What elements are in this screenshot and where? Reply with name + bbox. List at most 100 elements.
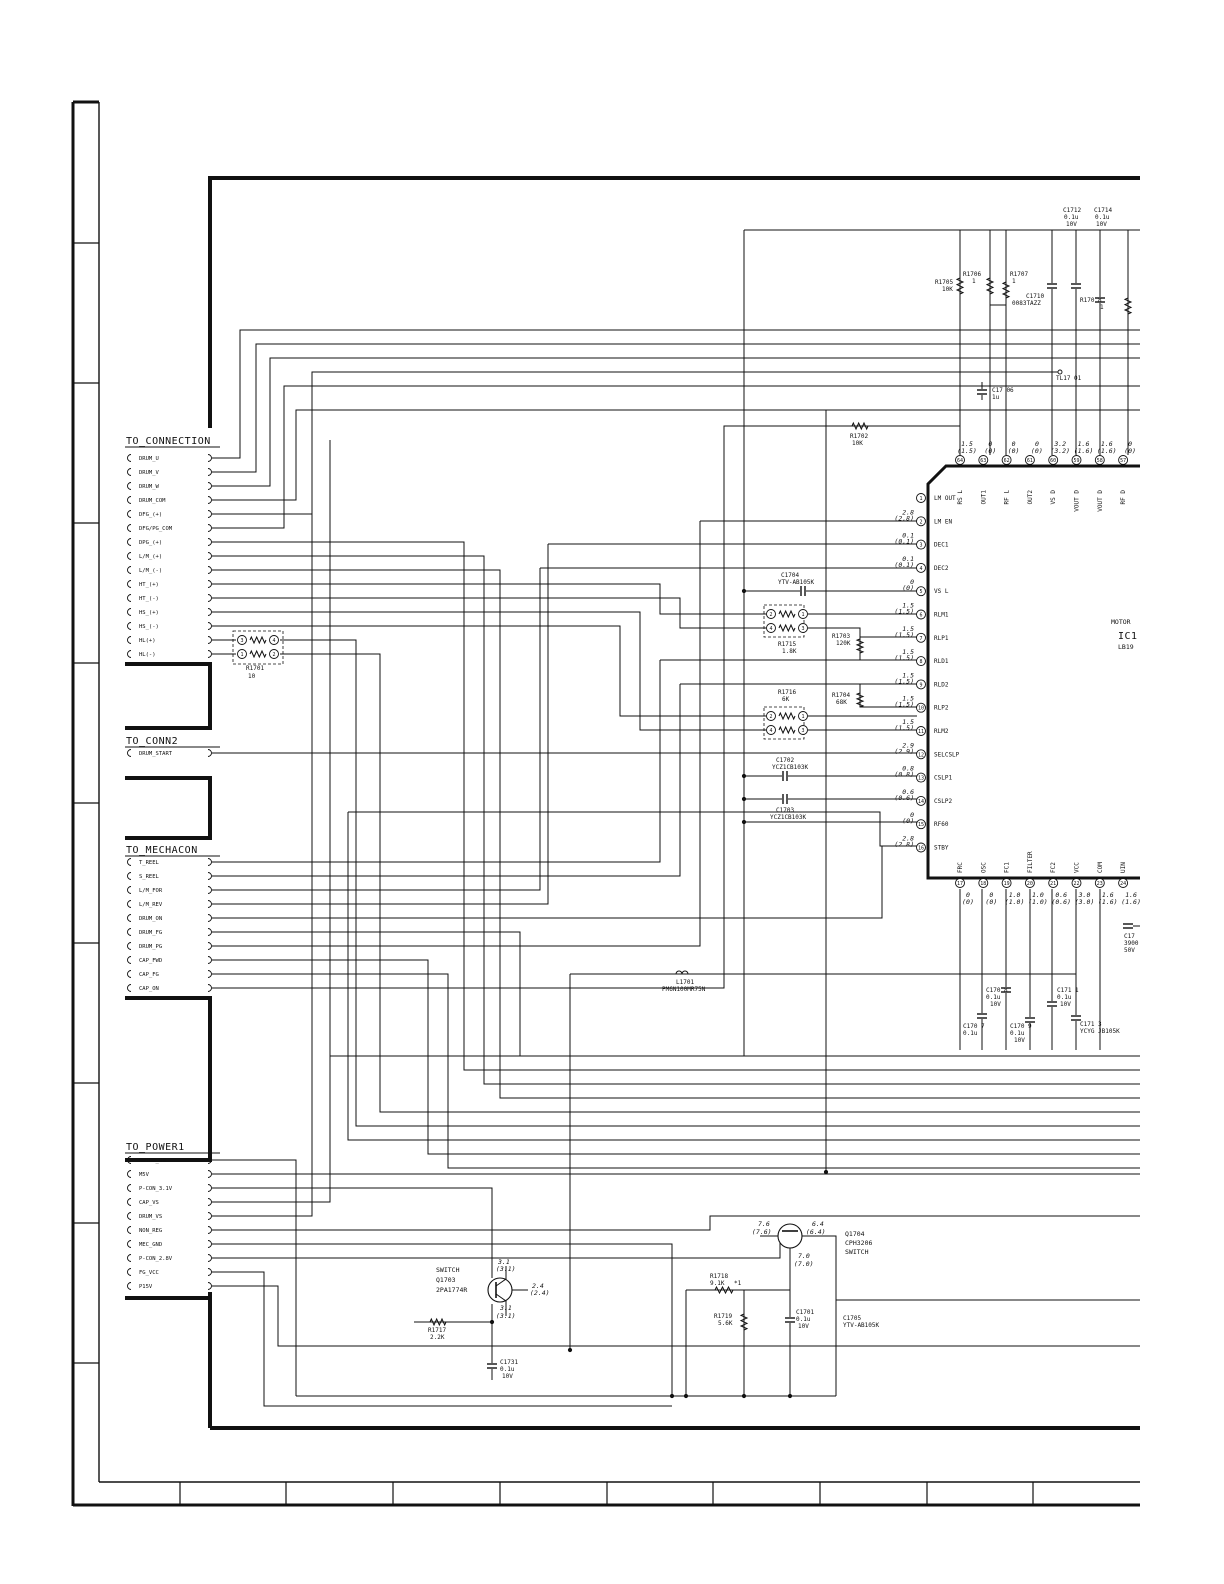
connector-pin-right (207, 650, 212, 658)
connector-pin-right (207, 468, 212, 476)
capacitor-gap (1071, 1015, 1081, 1021)
connector-pin-label: DRUM_PG (139, 944, 162, 950)
ic-pin-voltage-playback: (0) (1124, 447, 1136, 455)
capacitor-gap (977, 1013, 987, 1019)
junction-dot (741, 1393, 747, 1399)
wire-cap-fwd (212, 959, 1140, 1155)
connector-pin-label: P-CON_2.8V (139, 1256, 173, 1262)
ic-left-pin (916, 749, 926, 760)
ic-pin-voltage-playback: (0.6) (894, 794, 914, 802)
wire-hs-plus (212, 611, 766, 731)
capacitor-gap (1095, 297, 1105, 303)
ic-left-pin (916, 679, 926, 690)
ic-pin-voltage: 1.5 (902, 671, 914, 679)
connector-pin-right (207, 636, 212, 644)
ic-bottom-pin-name: FC2 (1050, 862, 1057, 873)
c1713-ref: C171 3 (1080, 1021, 1102, 1028)
ic-left-pin (916, 539, 926, 550)
r1701-pin (237, 635, 247, 645)
pin-number: 16 (918, 846, 924, 852)
connector-title-mechacon: TO_MECHACON (126, 845, 198, 856)
ic-top-pin-name: OUT1 (980, 490, 987, 505)
ic-pin-voltage: 2.8 (902, 835, 914, 843)
q1703-vcp: (2.4) (530, 1289, 550, 1297)
r1704-resistor (855, 692, 865, 708)
wire-lm-plus (212, 555, 1140, 1085)
q1703-transistor (487, 1277, 513, 1303)
resistor-symbol (778, 725, 796, 735)
capacitor-gap (800, 587, 806, 595)
ic-pin-voltage-playback: (0.1) (894, 538, 914, 546)
connector-pin-label: CAP_FWD (139, 958, 162, 964)
c1708-val: 0.1u (986, 994, 1001, 1001)
ic-pin-voltage: 0 (989, 891, 993, 899)
wire-pcon31 (212, 1187, 493, 1278)
c1708-volt: 10V (990, 1001, 1001, 1008)
connector-pin-left (127, 482, 132, 490)
connector-pin-left (127, 914, 132, 922)
wire-dfg-pg-com (212, 385, 1140, 529)
r1715-ref: R1715 (778, 641, 796, 648)
ic-left-pin (916, 586, 926, 597)
wire-dpg (212, 541, 1140, 1071)
wiring (212, 229, 1140, 1407)
ic-left-pin-name: VS L (934, 588, 949, 595)
wire-hs-minus (212, 625, 766, 717)
pin-number: 4 (769, 728, 772, 734)
ic-left-pin (916, 842, 926, 853)
q1704-transistor (777, 1223, 803, 1249)
connector-pin-label: DFG_(+) (139, 512, 162, 518)
ic-pin-voltage-playback: (0) (1031, 447, 1043, 455)
ic-top-pin (1024, 455, 1035, 465)
ic-left-pin (916, 656, 926, 667)
ic-left-pin (916, 772, 926, 783)
connector-pin-right (207, 566, 212, 574)
c1701-volt: 10V (798, 1323, 809, 1330)
connector-pin-label: DFG/PG_COM (139, 526, 173, 532)
ic-pin-voltage-playback: (0) (984, 447, 996, 455)
ic-pin-voltage-playback: (0.8) (894, 771, 914, 779)
q1704-vcp: (7.6) (752, 1228, 772, 1236)
c17x-volt: 50V (1124, 947, 1135, 954)
connector-pin-right (207, 872, 212, 880)
ic-pin-voltage: 0.8 (902, 765, 914, 773)
r1701-resistor (249, 635, 267, 645)
ic-top-pin (1094, 455, 1105, 465)
ic-pin-voltage: 0 (1035, 440, 1039, 448)
junction-dot (567, 1347, 573, 1353)
connector-title-conn2: TO_CONN2 (126, 736, 178, 747)
connector-pin-right (207, 1268, 212, 1276)
c1711-val: 0.1u (1057, 994, 1072, 1001)
connector-pin-label: P15V (139, 1284, 153, 1290)
pin-number: 19 (1004, 881, 1010, 887)
ic-bottom-pin-name: COM (1097, 862, 1104, 873)
ic-bottom-pin (1001, 878, 1012, 888)
ic-bottom-pin (1024, 878, 1035, 888)
ic-pin-voltage-playback: (0) (985, 898, 997, 906)
ic-pin-voltage-playback: (1.5) (894, 608, 914, 616)
ic-left-pin (916, 562, 926, 573)
r1717-resistor (429, 1317, 447, 1327)
c1702-val: YCZ1CB103K (772, 764, 809, 771)
c1712-val: 0.1u (1064, 214, 1079, 221)
ic-top-pin-name: OUT2 (1027, 490, 1034, 505)
ic-pin-voltage-playback: (1.6) (1098, 898, 1118, 906)
connector-pin-right (207, 538, 212, 546)
connector-pin-label: M5V (139, 1172, 150, 1178)
l1701-val: PM6N100MR75N (662, 986, 706, 993)
ic-left-pin-name: LM OUT (934, 495, 956, 502)
ic-pin-voltage-playback: (3.2) (1050, 447, 1070, 455)
r1706-val: 1 (972, 278, 976, 285)
connector-pin-left (127, 1156, 132, 1164)
ic-pin-voltage: 1.6 (1078, 440, 1090, 448)
c1731-ref: C1731 (500, 1359, 518, 1366)
c1714-ref: C1714 (1094, 207, 1112, 214)
c1705-ref: C1705 (843, 1315, 861, 1322)
capacitor-gap (487, 1363, 497, 1369)
ic-pin-voltage: 0.6 (902, 788, 914, 796)
resistor-symbol (778, 623, 796, 633)
c1709-ref: C170 9 (1010, 1023, 1032, 1030)
c1707-val: 0.1u (963, 1030, 978, 1037)
ic-bottom-pin (1048, 878, 1059, 888)
junction-dot (683, 1393, 689, 1399)
